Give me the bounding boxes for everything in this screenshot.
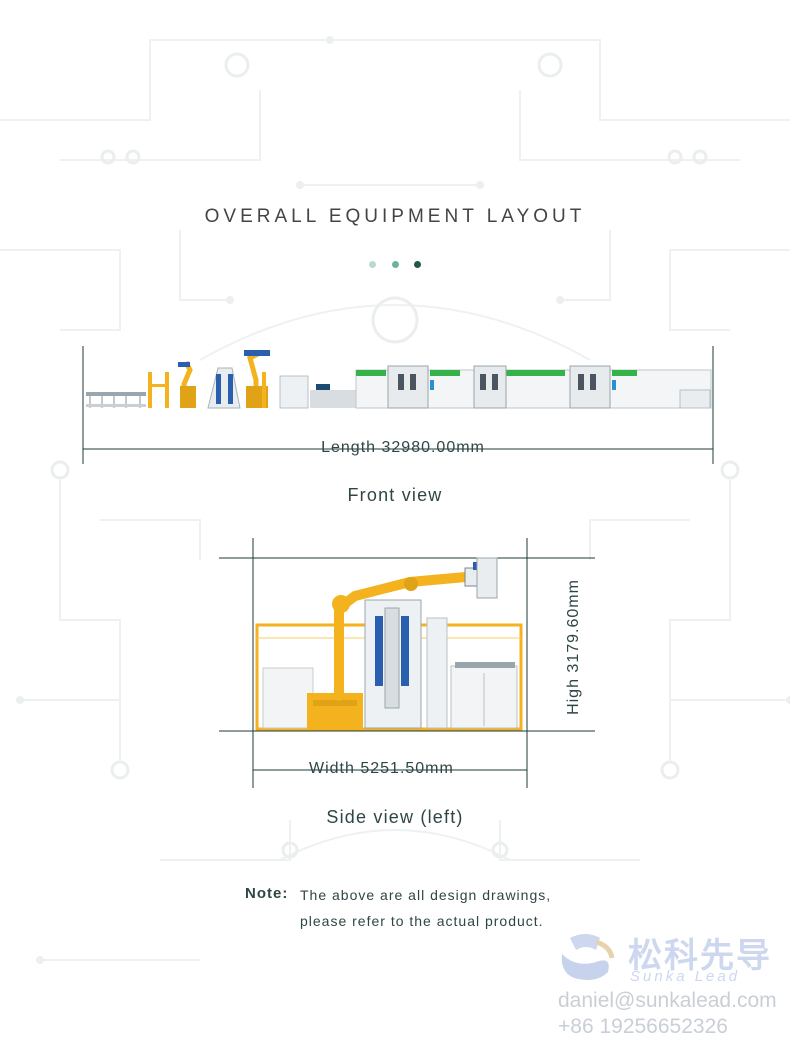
contact-email: daniel@sunkalead.com (558, 989, 777, 1012)
side-width-label: Width 5251.50mm (309, 760, 454, 777)
dot-medium (392, 261, 399, 268)
note-line-1: The above are all design drawings, (300, 887, 552, 903)
contact-phone: +86 19256652326 (558, 1015, 728, 1038)
front-view-caption: Front view (347, 485, 443, 505)
dot-light (369, 261, 376, 268)
note-label: Note: (245, 885, 289, 902)
side-view-drawing (219, 538, 595, 788)
brand-logo-icon (561, 934, 615, 980)
front-view-drawing (82, 346, 714, 464)
side-height-label: High 3179.60mm (565, 579, 582, 715)
side-view-caption: Side view (left) (326, 807, 464, 827)
brand-name-en: Sunka Lead (630, 968, 741, 985)
front-length-label: Length 32980.00mm (321, 439, 485, 456)
dot-dark (414, 261, 421, 268)
page-title: OVERALL EQUIPMENT LAYOUT (204, 206, 586, 227)
note-line-2: please refer to the actual product. (300, 913, 544, 929)
brand-name-cn: 松科先导 (628, 937, 772, 975)
title-dots (366, 260, 426, 270)
